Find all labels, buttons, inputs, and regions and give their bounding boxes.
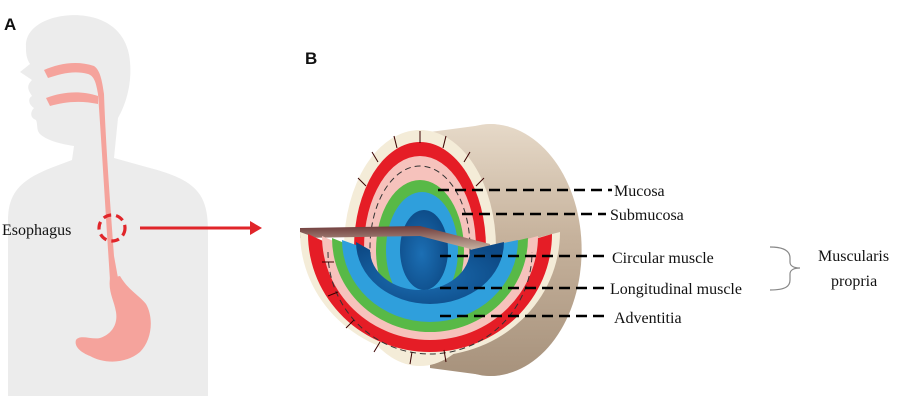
esophagus-cross-section-icon: [300, 124, 582, 376]
muscularis-propria-line1: Muscularis: [818, 248, 889, 265]
curly-brace-icon: [769, 246, 801, 291]
panel-a-letter: A: [4, 15, 16, 34]
stomach-icon: [75, 276, 151, 362]
panel-b: B: [300, 49, 889, 376]
label-mucosa: Mucosa: [614, 183, 665, 200]
nasal-passage-icon: [44, 63, 104, 94]
panel-b-letter: B: [305, 49, 317, 68]
esophagus-tube-icon: [98, 94, 118, 280]
label-submucosa: Submucosa: [610, 207, 684, 224]
oral-cavity-icon: [46, 92, 98, 106]
muscularis-propria-line2: propria: [831, 273, 877, 290]
label-circular-muscle: Circular muscle: [612, 250, 714, 267]
label-longitudinal-muscle: Longitudinal muscle: [610, 281, 742, 298]
panel-a: A Esophagus: [2, 15, 262, 397]
esophagus-label: Esophagus: [2, 222, 71, 239]
focus-circle-icon: [97, 213, 127, 243]
arrow-head-icon: [250, 221, 262, 235]
label-adventitia: Adventitia: [614, 310, 682, 327]
